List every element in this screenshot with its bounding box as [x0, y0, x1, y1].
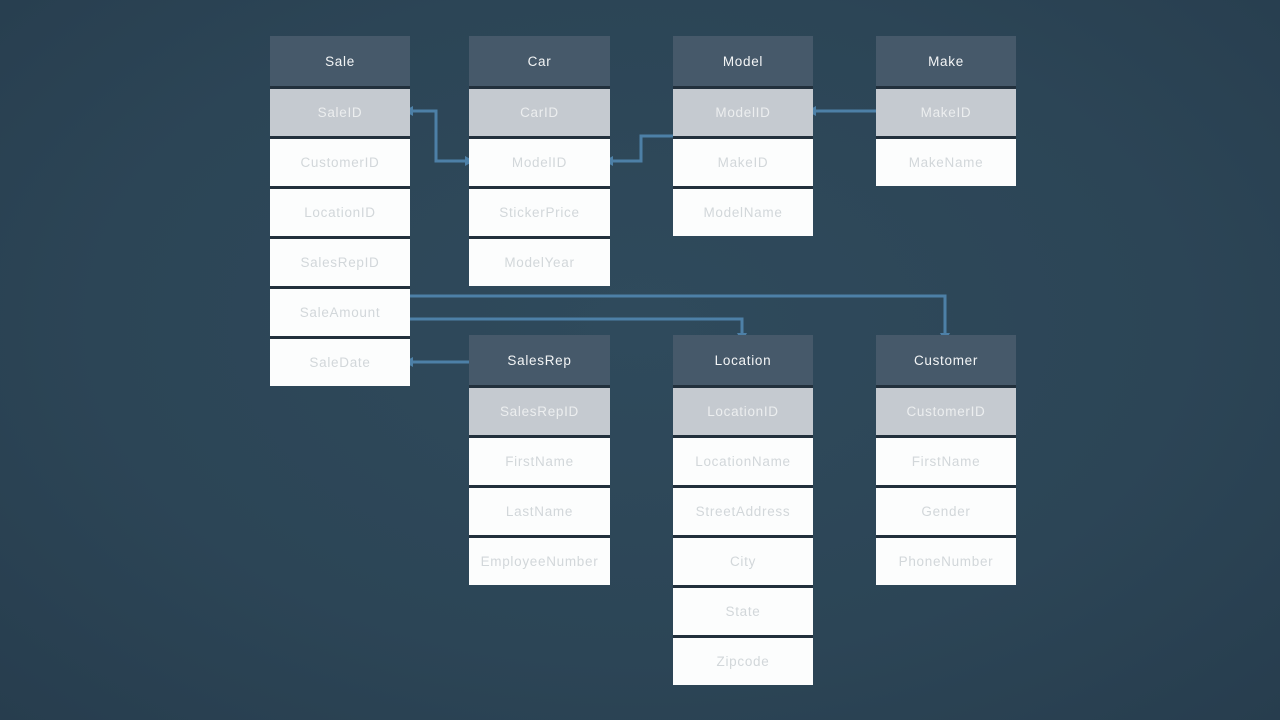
key-row-customerid: CustomerID — [876, 385, 1016, 435]
connector-car-modelid-to-model-modelid — [610, 134, 673, 163]
row-lastname: LastName — [469, 485, 610, 535]
table-header-model: Model — [673, 36, 813, 86]
key-row-makeid: MakeID — [876, 86, 1016, 136]
key-row-salesrepid: SalesRepID — [469, 385, 610, 435]
row-city: City — [673, 535, 813, 585]
connector-sale-saleid-to-car-modelid — [410, 109, 469, 163]
key-row-saleid: SaleID — [270, 86, 410, 136]
row-modelid: ModelID — [469, 136, 610, 186]
key-row-modelid: ModelID — [673, 86, 813, 136]
row-customerid: CustomerID — [270, 136, 410, 186]
table-header-make: Make — [876, 36, 1016, 86]
row-saledate: SaleDate — [270, 336, 410, 386]
row-saleamount: SaleAmount — [270, 286, 410, 336]
row-salesrepid: SalesRepID — [270, 236, 410, 286]
row-modelyear: ModelYear — [469, 236, 610, 286]
row-modelname: ModelName — [673, 186, 813, 236]
row-state: State — [673, 585, 813, 635]
row-employeenumber: EmployeeNumber — [469, 535, 610, 585]
connector-sale-saleamount-to-location — [410, 317, 744, 334]
row-makename: MakeName — [876, 136, 1016, 186]
row-firstname: FirstName — [469, 435, 610, 485]
row-locationid: LocationID — [270, 186, 410, 236]
connector-sale-saleamount-to-customer — [410, 294, 947, 334]
row-streetaddress: StreetAddress — [673, 485, 813, 535]
table-header-sale: Sale — [270, 36, 410, 86]
table-header-customer: Customer — [876, 335, 1016, 385]
row-makeid: MakeID — [673, 136, 813, 186]
row-locationname: LocationName — [673, 435, 813, 485]
table-header-car: Car — [469, 36, 610, 86]
row-stickerprice: StickerPrice — [469, 186, 610, 236]
row-gender: Gender — [876, 485, 1016, 535]
row-zipcode: Zipcode — [673, 635, 813, 685]
key-row-locationid: LocationID — [673, 385, 813, 435]
table-header-salesrep: SalesRep — [469, 335, 610, 385]
row-phonenumber: PhoneNumber — [876, 535, 1016, 585]
table-header-location: Location — [673, 335, 813, 385]
row-firstname: FirstName — [876, 435, 1016, 485]
key-row-carid: CarID — [469, 86, 610, 136]
